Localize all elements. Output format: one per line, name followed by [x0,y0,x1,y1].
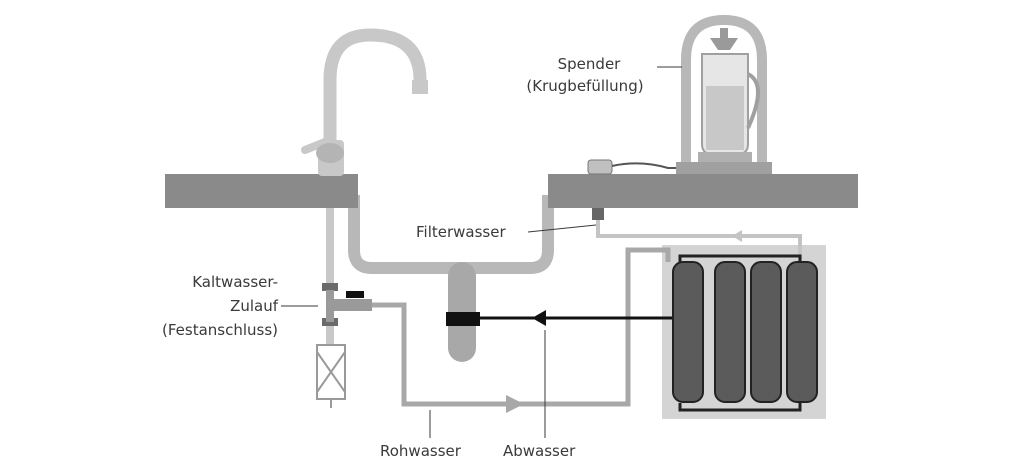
label-kaltwasser-2: Zulauf [230,297,278,315]
faucet-icon [301,28,428,176]
waste-water-pipe [446,300,694,326]
label-spender: Spender [557,55,621,73]
dispenser-connector [587,159,690,220]
shutoff-box-icon [316,344,346,408]
label-abwasser: Abwasser [503,442,576,460]
filtered-water-pipe [596,218,802,262]
label-kaltwasser-3: (Festanschluss) [161,321,278,339]
drain-saddle [446,312,480,326]
raw-water-pipe [372,247,671,413]
waste-water-arrow [532,310,546,326]
raw-water-arrow [506,395,524,413]
sink [348,195,554,362]
counter-right [548,174,858,208]
valve-icon [322,283,372,326]
counter-left [165,174,358,208]
filterwasser-leader [527,224,597,233]
label-filterwasser: Filterwasser [416,223,506,241]
filter-cartridge-icon [672,254,818,412]
dispenser-icon [676,14,772,174]
label-kaltwasser-1: Kaltwasser- [192,273,278,291]
label-rohwasser: Rohwasser [380,442,461,460]
label-spender-sub: (Krugbefüllung) [526,77,644,95]
